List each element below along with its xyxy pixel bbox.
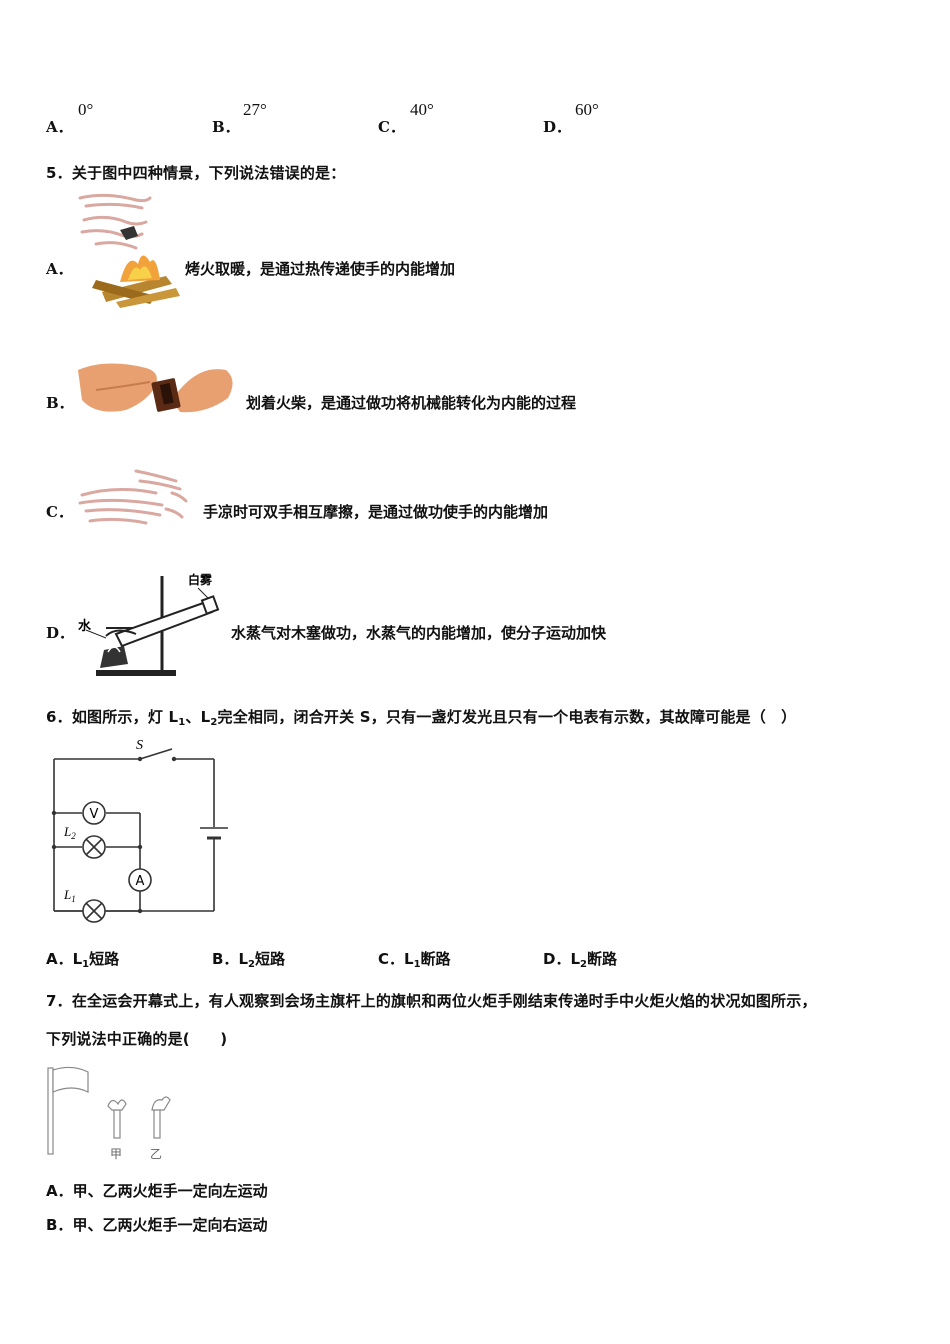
sub: 1 xyxy=(178,717,186,728)
q6-option-d: D．L2断路 xyxy=(543,948,617,970)
q4-option-a-value: 0° xyxy=(78,100,94,119)
q4-option-c-value: 40° xyxy=(410,100,434,119)
jia-label: 甲 xyxy=(110,1147,122,1161)
option-text: 甲、乙两火炬手一定向右运动 xyxy=(72,1216,268,1234)
option-letter: A． xyxy=(46,1182,73,1200)
q5-stem: 5．关于图中四种情景，下列说法错误的是： xyxy=(46,164,346,182)
sub: 2 xyxy=(580,959,587,970)
sub: 2 xyxy=(248,959,255,970)
option-letter: A． xyxy=(46,950,73,968)
switch-label: S xyxy=(136,738,143,753)
option-pre: L xyxy=(404,950,414,968)
q5-option-a-text: 烤火取暖，是通过热传递使手的内能增加 xyxy=(185,260,456,278)
q6-option-a: A．L1短路 xyxy=(46,948,119,970)
q6-option-c: C．L1断路 xyxy=(378,948,451,970)
fog-label: 白雾 xyxy=(188,572,213,587)
option-pre: L xyxy=(238,950,248,968)
lamp2-sub: 2 xyxy=(71,831,76,841)
circuit-diagram: V A S L2 L1 xyxy=(51,738,228,923)
q4-option-d-value: 60° xyxy=(575,100,599,119)
q6-option-b: B．L2短路 xyxy=(212,948,285,970)
option-letter: D． xyxy=(543,118,572,136)
q6-stem-part: 6．如图所示，灯 L xyxy=(46,708,179,726)
sub: 1 xyxy=(413,959,421,970)
sub: 1 xyxy=(82,959,90,970)
q5-option-c-text: 手凉时可双手相互摩擦，是通过做功使手的内能增加 xyxy=(203,503,549,521)
lamp1-label: L1 xyxy=(63,887,76,904)
q7-option-a: A．甲、乙两火炬手一定向左运动 xyxy=(46,1180,268,1201)
q6-stem-part: 、L xyxy=(185,708,211,726)
rubbing-hands-image xyxy=(78,469,188,525)
option-text: 短路 xyxy=(89,950,120,968)
option-letter: C． xyxy=(378,118,405,136)
lamp2-label: L2 xyxy=(63,824,76,841)
ammeter-label: A xyxy=(136,874,145,889)
option-letter: D． xyxy=(543,950,571,968)
q7-stem-line1: 7．在全运会开幕式上，有人观察到会场主旗杆上的旗帜和两位火炬手刚结束传递时手中火… xyxy=(46,992,817,1010)
q5-option-b-letter: B． xyxy=(46,394,74,412)
option-text: 甲、乙两火炬手一定向左运动 xyxy=(72,1182,268,1200)
option-letter: A． xyxy=(46,118,73,136)
q4-option-b: B． xyxy=(212,116,240,137)
campfire-hands-image xyxy=(78,193,180,308)
option-pre: L xyxy=(570,950,581,968)
q7-stem-line2: 下列说法中正确的是( ) xyxy=(46,1030,228,1048)
option-text: 短路 xyxy=(254,950,285,968)
lamp1-sub: 1 xyxy=(71,894,76,904)
option-text: 断路 xyxy=(586,950,617,968)
option-pre: L xyxy=(72,950,83,968)
q6-stem-part: 完全相同，闭合开关 S，只有一盏灯发光且只有一个电表有示数，其故障可能是（ ） xyxy=(217,708,797,726)
yi-label: 乙 xyxy=(150,1147,162,1161)
q5-option-a-letter: A． xyxy=(46,260,73,278)
lamp2-letter: L xyxy=(63,824,71,839)
q5-option-b-text: 划着火柴，是通过做功将机械能转化为内能的过程 xyxy=(246,394,577,412)
water-label: 水 xyxy=(78,618,92,634)
flag-torch-figure: 甲 乙 xyxy=(47,1066,171,1161)
q5-option-c-letter: C． xyxy=(46,503,73,521)
q5-option-d-text: 水蒸气对木塞做功，水蒸气的内能增加，使分子运动加快 xyxy=(231,624,607,642)
option-letter: B． xyxy=(212,950,239,968)
steam-apparatus-image: 水 白雾 xyxy=(78,572,220,676)
match-striking-image xyxy=(78,363,233,413)
q5-option-d-letter: D． xyxy=(46,624,75,642)
q4-option-b-value: 27° xyxy=(243,100,267,119)
q4-option-a: A． xyxy=(46,116,73,137)
option-letter: C． xyxy=(378,950,405,968)
q6-stem: 6．如图所示，灯 L1、L2完全相同，闭合开关 S，只有一盏灯发光且只有一个电表… xyxy=(46,706,796,728)
lamp1-letter: L xyxy=(63,887,71,902)
option-letter: B． xyxy=(212,118,240,136)
option-text: 断路 xyxy=(420,950,451,968)
q4-option-d: D． xyxy=(543,116,571,137)
q4-option-c: C． xyxy=(378,116,405,137)
sub: 2 xyxy=(210,717,218,728)
q7-option-b: B．甲、乙两火炬手一定向右运动 xyxy=(46,1214,267,1235)
voltmeter-label: V xyxy=(90,807,99,822)
option-letter: B． xyxy=(46,1216,73,1234)
